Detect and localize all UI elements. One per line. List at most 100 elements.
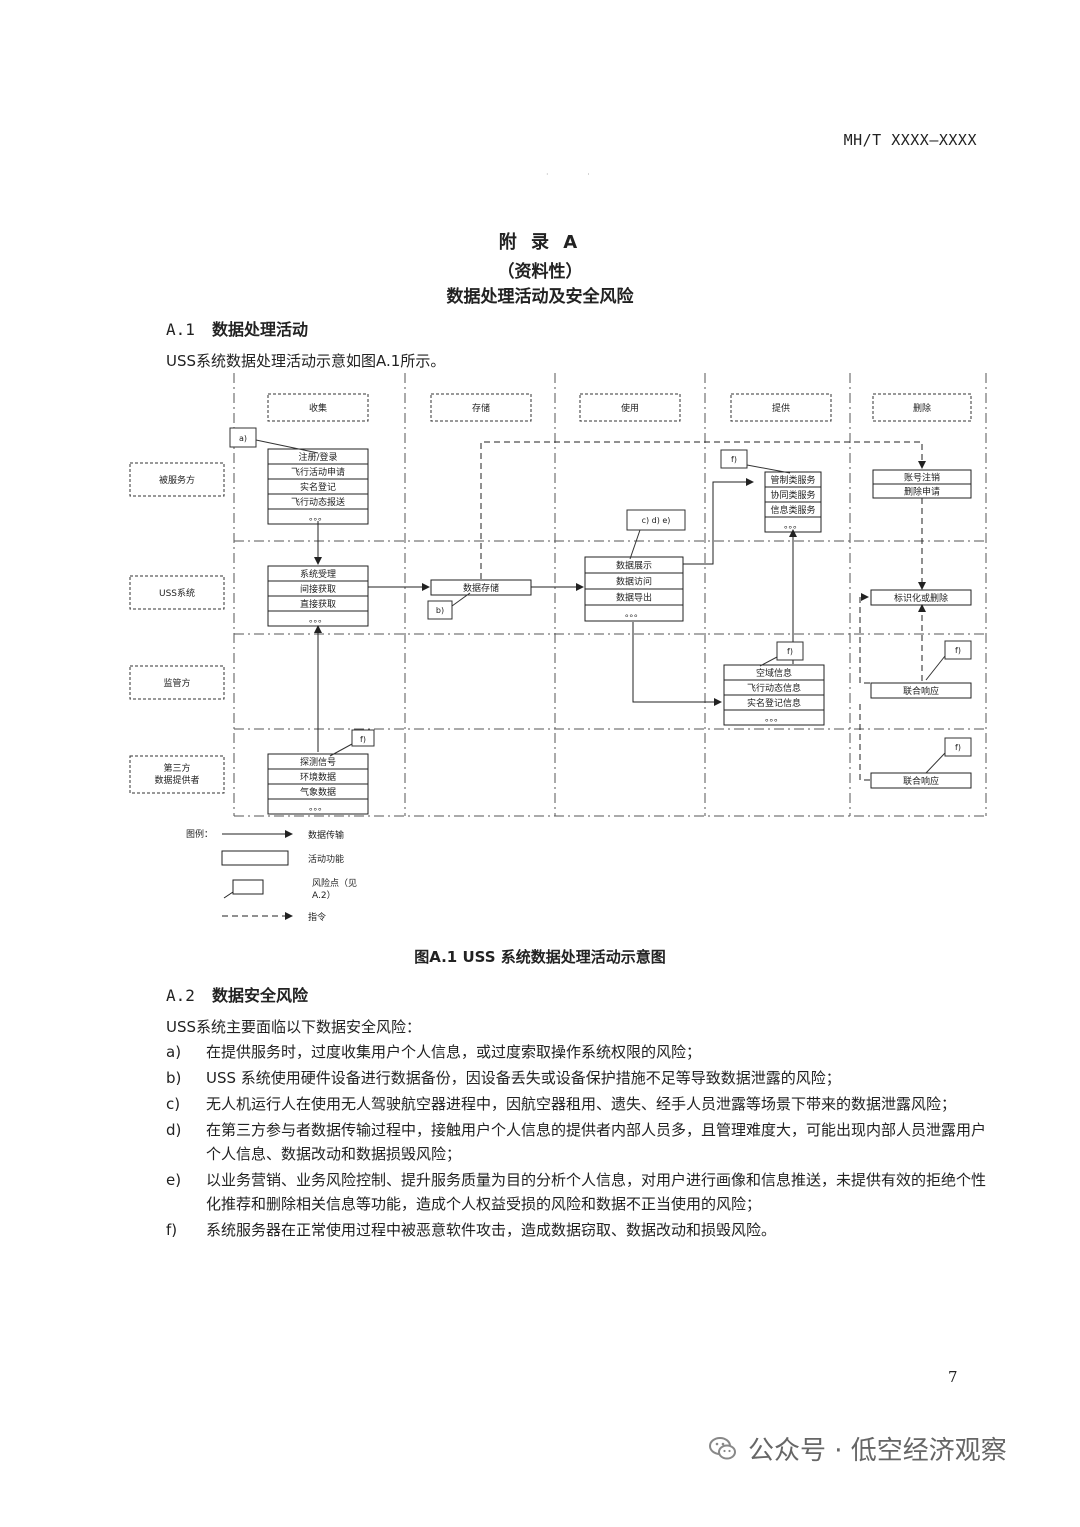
lane-uss-system: USS系统	[159, 587, 195, 599]
risk-text: 系统服务器在正常使用过程中被恶意软件攻击，造成数据窃取、数据改动和损毁风险。	[206, 1221, 777, 1239]
risk-text: 以业务营销、业务风险控制、提升服务质量为目的分析个人信息，对用户进行画像和信息推…	[206, 1171, 987, 1213]
risk-text: 在第三方参与者数据传输过程中，接触用户个人信息的提供者内部人员多，且管理难度大，…	[206, 1121, 987, 1163]
appendix-title: 附 录 A	[498, 232, 582, 253]
provide-user-stack-label: 管制类服务	[770, 474, 815, 486]
risk-item: d) 在第三方参与者数据传输过程中，接触用户个人信息的提供者内部人员多，且管理难度…	[166, 1118, 986, 1166]
provide-reg-stack-label: 实名登记信息	[747, 697, 801, 709]
risk-f-provide-user: f)	[731, 455, 737, 464]
risk-a: a)	[239, 434, 247, 443]
collect-third-stack-label: 环境数据	[300, 771, 336, 783]
risk-f-provide-reg: f)	[787, 647, 793, 656]
collect-uss-stack-label: 系统受理	[300, 568, 336, 580]
section-heading-a2: A.2 数据安全风险	[166, 982, 308, 1006]
connectors	[314, 478, 797, 752]
legend-risk-line1: 风险点（见	[312, 877, 357, 889]
risk-marker: e)	[166, 1171, 182, 1189]
store-stack-label: 数据存储	[463, 582, 499, 594]
watermark: 公众号 · 低空经济观察	[708, 1430, 1007, 1467]
risk-item: b)USS 系统使用硬件设备进行数据备份，因设备丢失或设备保护措施不足等导致数据…	[166, 1066, 986, 1090]
provide-reg-stack-box	[723, 709, 825, 726]
decorative-dots: · ·	[546, 170, 608, 179]
activity-stacks: 注册/登录飞行活动申请实名登记飞行动态报送。。。系统受理间接获取直接获取。。。探…	[267, 448, 972, 815]
section-heading-a1: A.1 数据处理活动	[166, 316, 308, 340]
use-stack-label: 数据访问	[616, 576, 652, 588]
appendix-name: 数据处理活动及安全风险	[446, 287, 634, 307]
column-collect: 收集	[309, 402, 327, 414]
use-stack-label: 。。。	[625, 610, 643, 620]
use-stack-box	[584, 604, 684, 622]
collect-third-stack-box	[267, 798, 369, 815]
delete-third-stack-box	[870, 772, 972, 789]
column-provide: 提供	[772, 402, 790, 414]
risk-text: 在提供服务时，过度收集用户个人信息，或过度索取操作系统权限的风险；	[206, 1043, 702, 1061]
legend-command: 指令	[308, 911, 326, 923]
collect-uss-stack-label: 直接获取	[300, 598, 336, 610]
collect-user-stack-label: 注册/登录	[298, 451, 337, 463]
risk-item: c) 无人机运行人在使用无人驾驶航空器进程中，因航空器租用、遗失、经手人员泄露等场…	[166, 1092, 986, 1116]
section-title: 数据安全风险	[212, 986, 309, 1005]
column-delete: 删除	[913, 402, 931, 414]
section-intro-a1: USS系统数据处理活动示意如图A.1所示。	[166, 352, 446, 370]
risk-callouts: a) b) c) d) e) f) f) f) f) f)	[229, 427, 972, 774]
risk-item: f) 系统服务器在正常使用过程中被恶意软件攻击，造成数据窃取、数据改动和损毁风险。	[166, 1218, 986, 1242]
appendix-nature: （资料性）	[497, 262, 583, 282]
risk-text: USS 系统使用硬件设备进行数据备份，因设备丢失或设备保护措施不足等导致数据泄露…	[206, 1069, 841, 1087]
lane-third-party-line2: 数据提供者	[154, 774, 199, 786]
risk-marker: c)	[166, 1095, 181, 1113]
column-dividers	[233, 373, 987, 816]
legend: 图例： 数据传输 活动功能 风险点（见 A.2） 指令	[186, 828, 357, 923]
collect-user-stack-label: 飞行活动申请	[291, 466, 345, 478]
collect-user-stack-label: 实名登记	[300, 481, 336, 493]
risk-cde: c) d) e)	[642, 516, 671, 525]
risk-marker: f)	[166, 1221, 178, 1239]
column-store: 存储	[472, 402, 490, 414]
collect-third-stack-label: 气象数据	[300, 786, 336, 798]
collect-user-stack-label: 飞行动态报送	[291, 496, 345, 508]
legend-risk-line2: A.2）	[312, 890, 336, 901]
wechat-icon	[709, 1436, 736, 1459]
risk-marker: a)	[166, 1043, 182, 1061]
lane-labels: 被服务方 USS系统 监管方 第三方 数据提供者	[129, 462, 225, 794]
use-stack-label: 数据展示	[616, 560, 652, 572]
lane-dividers	[234, 540, 986, 817]
risk-item: e) 以业务营销、业务风险控制、提升服务质量为目的分析个人信息，对用户进行画像和信…	[166, 1168, 986, 1216]
provide-reg-stack-label: 空域信息	[756, 667, 792, 679]
delete-uss-stack-label: 标识化或删除	[894, 592, 948, 604]
risk-text: 无人机运行人在使用无人驾驶航空器进程中，因航空器租用、遗失、经手人员泄露等场景下…	[206, 1095, 957, 1113]
use-stack-label: 数据导出	[616, 592, 652, 604]
section-intro-a2: USS系统主要面临以下数据安全风险：	[166, 1018, 422, 1036]
column-use: 使用	[621, 402, 639, 414]
watermark-text: 公众号 · 低空经济观察	[748, 1436, 1007, 1466]
page-number: 7	[948, 1368, 958, 1386]
lane-served-party: 被服务方	[159, 474, 195, 486]
command-lines	[480, 441, 926, 781]
risk-b: b)	[436, 606, 444, 615]
delete-third-stack-label: 联合响应	[903, 775, 939, 787]
delete-reg-stack-box	[870, 682, 972, 699]
section-number: A.1	[166, 320, 195, 339]
provide-user-stack-label: 协同类服务	[770, 489, 815, 501]
section-number: A.2	[166, 986, 195, 1005]
lane-regulator: 监管方	[163, 677, 190, 689]
legend-activity: 活动功能	[308, 853, 344, 865]
column-headers: 收集 存储 使用 提供 删除	[267, 393, 972, 422]
section-title: 数据处理活动	[212, 320, 309, 339]
risk-marker: d)	[166, 1121, 182, 1139]
risk-item: a) 在提供服务时，过度收集用户个人信息，或过度索取操作系统权限的风险；	[166, 1040, 986, 1064]
collect-user-stack-label: 。。。	[309, 513, 327, 523]
figure-caption: 图A.1 USS 系统数据处理活动示意图	[414, 948, 666, 966]
risk-list: a) 在提供服务时，过度收集用户个人信息，或过度索取操作系统权限的风险； b)US…	[166, 1040, 986, 1244]
document-code: MH/T XXXX—XXXX	[843, 131, 977, 149]
collect-third-stack-label: 。。。	[309, 803, 327, 813]
risk-f-collect-third: f)	[360, 735, 366, 744]
legend-transfer: 数据传输	[308, 829, 344, 841]
collect-uss-stack-label: 间接获取	[300, 583, 336, 595]
provide-reg-stack-label: 。。。	[765, 714, 783, 724]
provide-user-stack-label: 信息类服务	[770, 504, 815, 516]
risk-f-delete-reg: f)	[955, 646, 961, 655]
collect-third-stack-label: 探测信号	[300, 756, 336, 768]
provide-user-stack-label: 。。。	[784, 521, 802, 531]
lane-third-party-line1: 第三方	[163, 762, 190, 774]
legend-title: 图例：	[186, 828, 213, 840]
